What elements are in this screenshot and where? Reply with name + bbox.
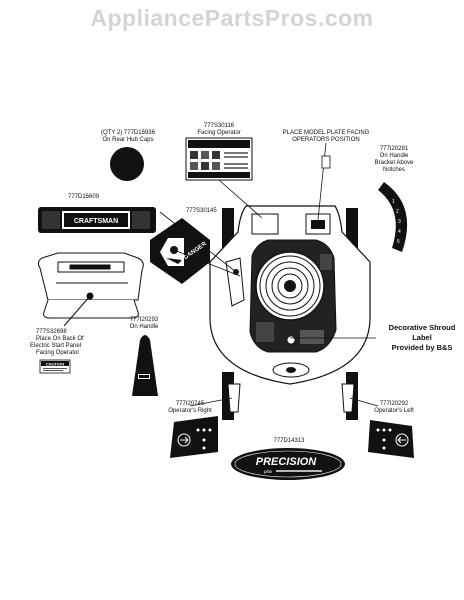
handle-bracket-callout-line2: On Handle <box>380 153 409 159</box>
leader-lines <box>159 142 379 407</box>
facing-operator-callout-line2: Facing Operator <box>197 130 240 136</box>
warning-decal <box>185 137 253 181</box>
caution-text: CAUTION <box>46 361 64 366</box>
shroud-callout-line3: Provided by B&S <box>392 343 453 352</box>
on-handle-callout-line2: On Handle <box>130 324 159 330</box>
operators-left-callout-line2: Operator's Left <box>374 408 414 414</box>
shroud-callout-line2: Label <box>412 333 432 342</box>
svg-text:1: 1 <box>392 199 395 205</box>
start-panel-drawing <box>37 252 144 327</box>
on-handle-callout-line1: 777I20293 <box>130 317 159 323</box>
model-plate-callout-line1: PLACE MODEL PLATE FACING <box>283 130 370 136</box>
start-panel-callout-line3: Electric Start Panel <box>30 343 81 349</box>
precision-decal: PRECISION plus <box>231 448 345 480</box>
model-plate-callout-line2: OPERATORS POSITION <box>292 137 359 143</box>
operators-right-callout-line2: Operator's Right <box>168 408 212 414</box>
svg-text:2: 2 <box>396 209 399 215</box>
handle-bracket-callout-line1: 777I20291 <box>380 146 409 152</box>
craftsman-decal: CRAFTSMAN <box>38 207 156 233</box>
engine-shroud <box>249 239 337 353</box>
shroud-callout-line1: Decorative Shroud <box>389 323 456 332</box>
operators-left-callout-line1: 777I20292 <box>380 401 409 407</box>
caution-decal: CAUTION <box>39 359 71 374</box>
watermark: AppliancePartsPros.com <box>90 5 373 31</box>
start-panel-callout-line4: Facing Operator <box>36 350 79 356</box>
front-label-callout: 777D15609 <box>68 194 100 200</box>
start-panel-callout-line2: Place On Back Of <box>36 336 84 342</box>
handle-decal <box>132 335 158 396</box>
handle-bracket-callout-line4: Notches <box>383 167 405 173</box>
operators-right-callout-line1: 777I20745 <box>176 401 205 407</box>
danger-label-callout: 777S30145 <box>186 208 217 214</box>
handle-bracket-callout-line3: Bracket Above <box>375 160 414 166</box>
svg-text:3: 3 <box>398 219 401 225</box>
craftsman-text: CRAFTSMAN <box>74 218 118 225</box>
hub-cap-decal <box>110 147 144 181</box>
height-adjust-decal: 1 2 3 4 5 <box>378 182 408 252</box>
operators-right-decal <box>170 416 218 458</box>
mower-deck-drawing <box>209 205 371 420</box>
svg-text:4: 4 <box>398 229 401 235</box>
hub-caps-callout-line2: On Rear Hub Caps <box>102 137 153 143</box>
svg-text:5: 5 <box>397 239 400 245</box>
operators-left-decal <box>368 420 414 458</box>
start-panel-callout-line1: 777S32698 <box>36 329 67 335</box>
precision-text: PRECISION <box>256 456 318 468</box>
facing-operator-callout-line1: 777S30116 <box>204 123 235 129</box>
precision-callout: 777D14313 <box>273 438 305 444</box>
hub-caps-callout-line1: (QTY 2) 777D15936 <box>101 130 156 136</box>
precision-sub-text: plus <box>263 469 273 474</box>
